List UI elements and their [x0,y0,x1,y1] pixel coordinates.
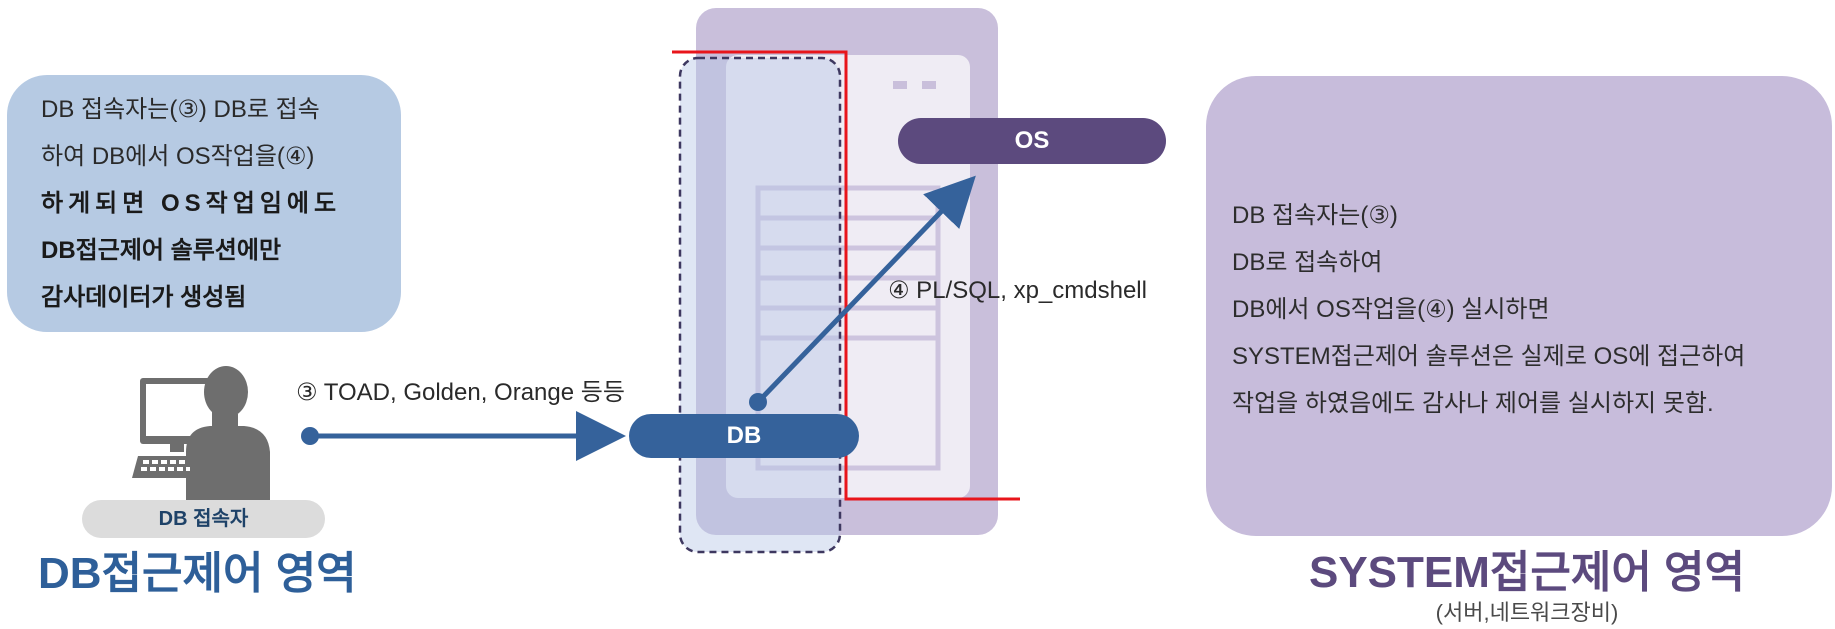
db-region-dashed [678,56,842,554]
system-access-control-title: SYSTEM접근제어 영역 [1308,548,1746,597]
right-note-line-4: SYSTEM접근제어 솔루션은 실제로 OS에 접근하여 [1232,343,1746,370]
os-label: OS [898,118,1166,164]
left-note-line-5: 감사데이터가 생성됨 [41,284,247,311]
left-note-line-4: DB접근제어 솔루션에만 [41,237,282,264]
right-note-line-1: DB 접속자는(③) [1232,202,1398,229]
toad-arrow-label: ③ TOAD, Golden, Orange 등등 [296,379,625,406]
plsql-arrow-label: ④ PL/SQL, xp_cmdshell [888,277,1147,304]
system-boundary-line [672,50,1020,501]
server-indicator-2 [922,81,936,89]
plsql-arrow-origin-dot [749,393,767,411]
right-note-line-5: 작업을 하였음에도 감사나 제어를 실시하지 못함. [1232,390,1714,417]
server-indicator-1 [893,81,907,89]
db-user-label: DB 접속자 [82,500,325,538]
left-note-line-2: 하여 DB에서 OS작업을(④) [41,143,315,170]
right-note-line-2: DB로 접속하여 [1232,249,1383,276]
user-workstation-icon [132,366,270,500]
db-label: DB [629,414,859,458]
plsql-arrow [756,175,976,404]
system-access-control-note: DB 접속자는(③) DB로 접속하여 DB에서 OS작업을(④) 실시하면 S… [1206,76,1832,536]
db-access-control-title: DB접근제어 영역 [38,549,357,598]
system-access-control-subtitle: (서버,네트워크장비) [1435,600,1619,625]
toad-arrow-origin-dot [301,427,319,445]
left-note-line-1: DB 접속자는(③) DB로 접속 [41,96,320,123]
left-note-line-3: 하게되면 OS작업임에도 [41,190,342,217]
db-access-control-note: DB 접속자는(③) DB로 접속 하여 DB에서 OS작업을(④) 하게되면 … [7,75,401,332]
right-note-line-3: DB에서 OS작업을(④) 실시하면 [1232,296,1550,323]
